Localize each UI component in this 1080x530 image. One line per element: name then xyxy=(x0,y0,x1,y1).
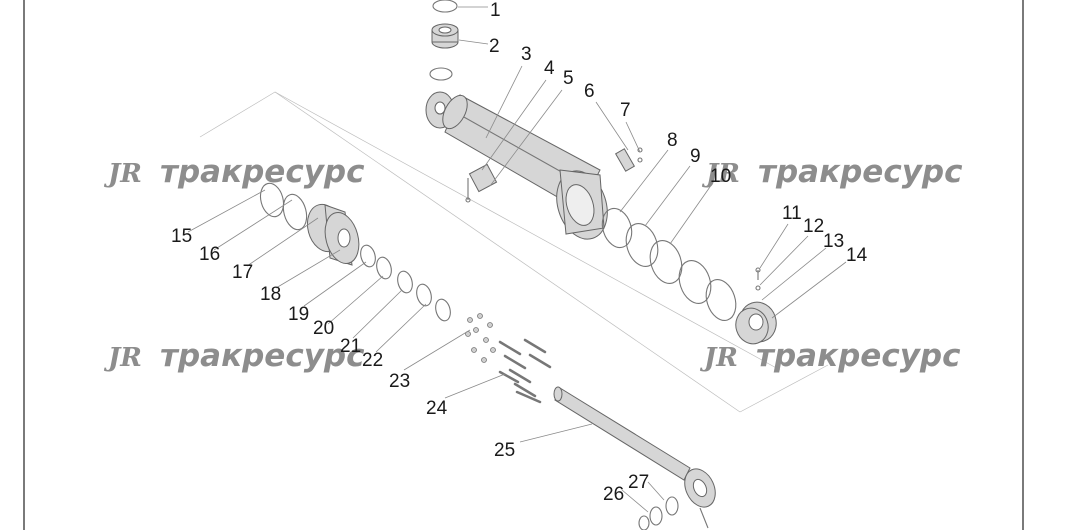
part-seal-a xyxy=(678,260,712,304)
callout-16: 16 xyxy=(199,244,220,265)
callout-20: 20 xyxy=(313,318,334,339)
watermark-top-right: JR тракресурс xyxy=(701,154,963,190)
part-19-ring xyxy=(376,256,392,280)
callout-18: 18 xyxy=(260,284,281,305)
part-4-5-bracket xyxy=(465,163,498,203)
callout-17: 17 xyxy=(232,262,253,283)
part-10-seal xyxy=(649,240,683,284)
watermark-logo: JR xyxy=(103,343,142,373)
watermark-logo: JR xyxy=(699,343,738,373)
parts-lower xyxy=(259,182,716,530)
part-20-ring xyxy=(397,270,413,294)
callout-11: 11 xyxy=(782,203,802,224)
part-15-ring xyxy=(259,182,285,218)
callout-4: 4 xyxy=(544,58,555,79)
part-11-13-pins xyxy=(755,267,761,291)
watermark-logo: JR xyxy=(701,159,740,189)
callout-3: 3 xyxy=(521,44,532,65)
part-14-piston xyxy=(735,301,777,345)
cylinder-flange xyxy=(556,169,608,240)
construction-lines xyxy=(199,91,829,413)
callout-1: 1 xyxy=(490,0,501,21)
part-2-bushing xyxy=(431,23,459,49)
part-17-cylinder-head xyxy=(306,203,360,266)
part-8-seal xyxy=(601,207,633,249)
part-22-ring xyxy=(435,298,451,322)
part-6-7-clip xyxy=(614,147,643,172)
part-25-piston-rod xyxy=(553,386,716,529)
callout-9: 9 xyxy=(690,146,701,167)
callout-7: 7 xyxy=(620,100,631,121)
callout-27: 27 xyxy=(628,472,649,493)
callout-10: 10 xyxy=(710,166,731,187)
callout-21: 21 xyxy=(340,336,361,357)
watermark-logo: JR xyxy=(103,159,142,189)
callout-14: 14 xyxy=(846,245,868,266)
callout-24: 24 xyxy=(426,398,448,419)
part-24-bolts xyxy=(498,338,552,404)
callout-13: 13 xyxy=(823,231,844,252)
callout-6: 6 xyxy=(584,81,595,102)
callout-8: 8 xyxy=(667,130,678,151)
callout-22: 22 xyxy=(362,350,383,371)
callout-12: 12 xyxy=(803,216,824,237)
callout-26: 26 xyxy=(603,484,624,505)
watermark-top-left: JR тракресурс xyxy=(103,154,365,190)
watermark-brand: тракресурс xyxy=(758,154,963,190)
part-16-ring xyxy=(282,193,308,231)
callout-23: 23 xyxy=(389,371,410,392)
callout-2: 2 xyxy=(489,36,500,57)
watermark-brand: тракресурс xyxy=(160,154,365,190)
part-26-27-rod-end-seals xyxy=(638,496,679,530)
part-21-ring xyxy=(416,283,432,307)
watermark-brand: тракресурс xyxy=(756,338,961,374)
leader-lines xyxy=(187,6,847,513)
drawing-frame xyxy=(23,0,1024,530)
part-seal-b xyxy=(705,279,737,321)
part-snap-ring xyxy=(429,67,453,81)
watermark-brand: тракресурс xyxy=(160,338,365,374)
callout-15: 15 xyxy=(171,226,192,247)
part-18-ring xyxy=(360,244,376,268)
part-1-ring xyxy=(432,0,458,13)
callout-labels: 1 2 3 4 5 6 7 8 9 10 11 12 13 14 15 16 1… xyxy=(171,0,868,505)
watermark-bottom-right: JR тракресурс xyxy=(699,338,961,374)
parts-upper xyxy=(425,0,777,345)
callout-19: 19 xyxy=(288,304,309,325)
watermark-bottom-left: JR тракресурс xyxy=(103,338,365,374)
part-9-seal xyxy=(625,223,659,267)
part-23-washers xyxy=(465,313,496,363)
callout-25: 25 xyxy=(494,440,515,461)
callout-5: 5 xyxy=(563,68,574,89)
